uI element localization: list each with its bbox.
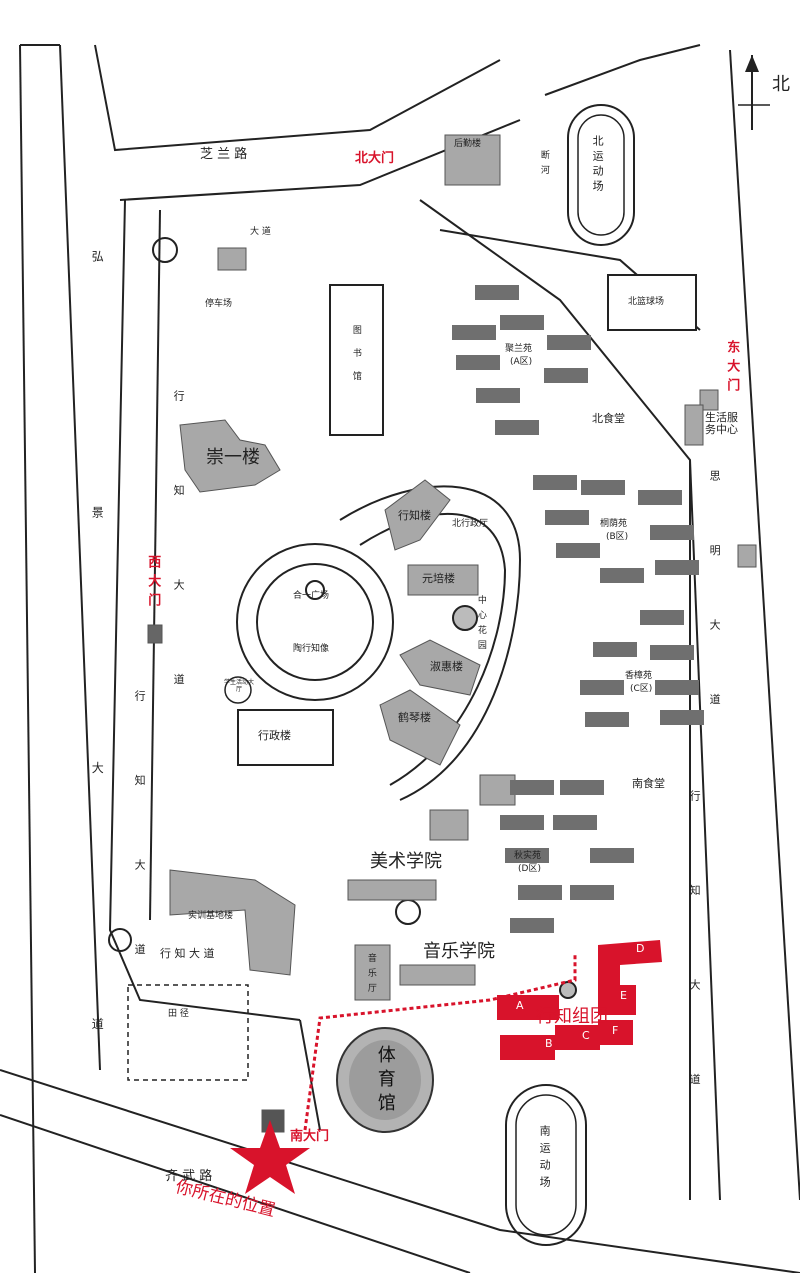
field-west-label: 田 径 (168, 1009, 189, 1019)
ximing-road-label: 思 明 大 道 (708, 470, 722, 735)
compass-label: 北 (772, 74, 790, 95)
block-f-label: F (612, 1024, 619, 1037)
parking-label: 停车场 (205, 299, 233, 309)
south-field-label: 南运动场 (538, 1125, 552, 1193)
block-b-label: B (545, 1037, 553, 1050)
library (329, 284, 384, 436)
tongxin-sub-label: (B区) (606, 532, 629, 542)
yinyue-label: 音乐学院 (423, 941, 495, 962)
north-canteen-label: 北食堂 (592, 412, 625, 425)
admin-label: 行政楼 (258, 729, 291, 742)
admin-building (237, 709, 334, 766)
xiangyuan-sub-label: (C区) (630, 684, 653, 694)
gym-label: 体育馆 (374, 1045, 396, 1117)
south-gate-label: 南大门 (290, 1129, 330, 1144)
xingzhi-bottom-label: 行 知 大 道 (160, 947, 215, 960)
lanyuan-sub-label: (A区) (510, 357, 533, 367)
library-label: 图书馆 (350, 325, 361, 394)
north-field (567, 104, 635, 246)
lanyuan-label: 聚兰苑 (505, 344, 533, 354)
heqin-label: 鹤琴楼 (398, 711, 431, 724)
east-road-outer (729, 49, 800, 1201)
dorm-blocks (452, 285, 704, 933)
qiwu-road-bottom (0, 1114, 471, 1273)
xiangyuan-label: 香樟苑 (625, 671, 653, 681)
xingzhi-group-label: 行知组团 (536, 1006, 608, 1027)
zhilan-road-label: 芝 兰 路 (200, 147, 248, 162)
plaza-label: 合一广场 (293, 591, 330, 601)
block-c-label: C (582, 1029, 590, 1042)
houqin-label: 后勤楼 (454, 139, 482, 149)
south-field (505, 1084, 587, 1246)
inner-west-road (108, 199, 301, 1021)
beixing-label: 北行政厅 (452, 519, 489, 529)
duanhe-label: 断河 (538, 150, 549, 180)
north-field-label: 北运动场 (591, 135, 605, 195)
shuren-label: 淑惠楼 (430, 660, 463, 673)
route-path (303, 955, 577, 1131)
hongjing-road-label: 弘 景 大 道 (90, 250, 105, 1150)
north-gate-label: 北大门 (355, 151, 395, 166)
chongyi-building (179, 419, 281, 493)
plaza-ring-outer (236, 543, 394, 701)
yuanpei-label: 元培楼 (422, 572, 455, 585)
field-west (127, 984, 249, 1081)
block-a-label: A (516, 999, 524, 1012)
xingzhi-east-label: 行 知 大 道 (688, 790, 702, 1125)
experiment-label: 实训基地楼 (188, 911, 234, 921)
north-court (607, 274, 697, 331)
meishu-label: 美术学院 (370, 851, 442, 872)
north-court-label: 北篮球场 (628, 297, 665, 307)
zhilan-road-top (94, 44, 501, 152)
tongxin-label: 桐荫苑 (600, 519, 628, 529)
hongjing-road-outer (19, 44, 36, 1273)
west-gate-label: 西大门 (145, 555, 161, 612)
qiwu-road-label: 齐 武 路 (165, 1169, 213, 1184)
xingzhi-west-top-label: 行 知 大 道 (172, 390, 186, 725)
student-hall-label: 学生活动大厅 (224, 679, 255, 693)
qiushi-sub-label: (D区) (518, 864, 541, 874)
xingzhi-group-buildings (497, 940, 662, 1060)
yinyueting-label: 音乐厅 (365, 953, 376, 998)
dafang-road-label: 大 道 (250, 227, 271, 237)
block-e-label: E (620, 989, 627, 1002)
south-canteen-label: 南食堂 (632, 777, 665, 790)
plaza-sub-label: 陶行知像 (293, 644, 330, 654)
inner-east-road (419, 199, 691, 1200)
zhongxin-label: 中心花园 (475, 595, 486, 655)
experiment-building (169, 869, 296, 976)
chongyi-label: 崇一楼 (206, 447, 260, 468)
qiushi-label: 秋实苑 (514, 851, 542, 861)
block-d-label: D (636, 942, 645, 955)
xingzhi-west-bottom-label: 行 知 大 道 (133, 690, 147, 990)
east-gate-label: 东大门 (724, 340, 740, 397)
you-are-here-star (230, 1120, 310, 1194)
hongjing-road-inner (59, 44, 101, 1071)
qiwu-road-top (0, 1069, 800, 1273)
service-center-label: 生活服务中心 (705, 411, 738, 437)
xingzhi-building-label: 行知楼 (398, 509, 431, 522)
